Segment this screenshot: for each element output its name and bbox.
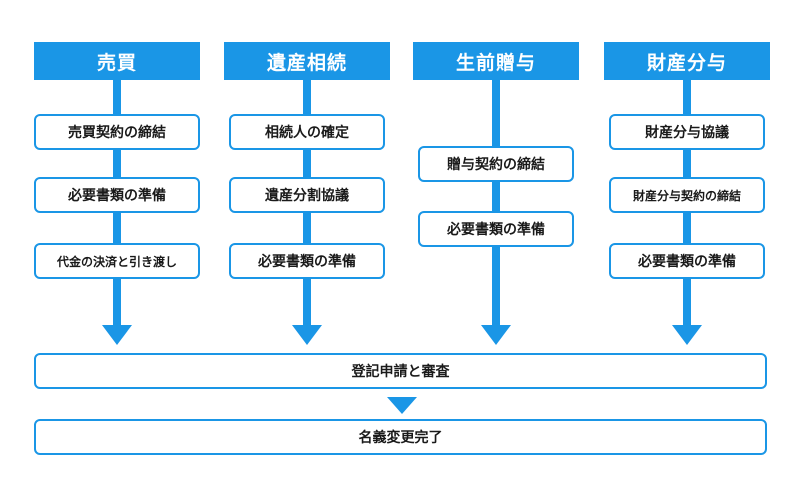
step-sale-contract: 売買契約の締結 xyxy=(34,114,200,150)
down-arrow-icon xyxy=(102,325,132,345)
step-division-documents: 必要書類の準備 xyxy=(609,243,765,279)
flow-line-gift xyxy=(492,80,500,326)
header-sale: 売買 xyxy=(34,42,200,80)
step-registration-review: 登記申請と審査 xyxy=(34,353,767,389)
header-inheritance: 遺産相続 xyxy=(224,42,390,80)
step-inheritance-division: 遺産分割協議 xyxy=(229,177,385,213)
step-sale-settlement: 代金の決済と引き渡し xyxy=(34,243,200,279)
step-gift-contract: 贈与契約の締結 xyxy=(418,146,574,182)
step-sale-documents: 必要書類の準備 xyxy=(34,177,200,213)
step-gift-documents: 必要書類の準備 xyxy=(418,211,574,247)
step-inheritance-documents: 必要書類の準備 xyxy=(229,243,385,279)
down-arrow-icon xyxy=(672,325,702,345)
down-arrow-icon xyxy=(481,325,511,345)
header-property-division: 財産分与 xyxy=(604,42,770,80)
step-division-contract: 財産分与契約の締結 xyxy=(609,177,765,213)
down-arrow-icon xyxy=(292,325,322,345)
step-name-change-complete: 名義変更完了 xyxy=(34,419,767,455)
down-arrow-icon xyxy=(387,397,417,414)
header-gift: 生前贈与 xyxy=(413,42,579,80)
step-division-discussion: 財産分与協議 xyxy=(609,114,765,150)
step-inheritance-heirs: 相続人の確定 xyxy=(229,114,385,150)
